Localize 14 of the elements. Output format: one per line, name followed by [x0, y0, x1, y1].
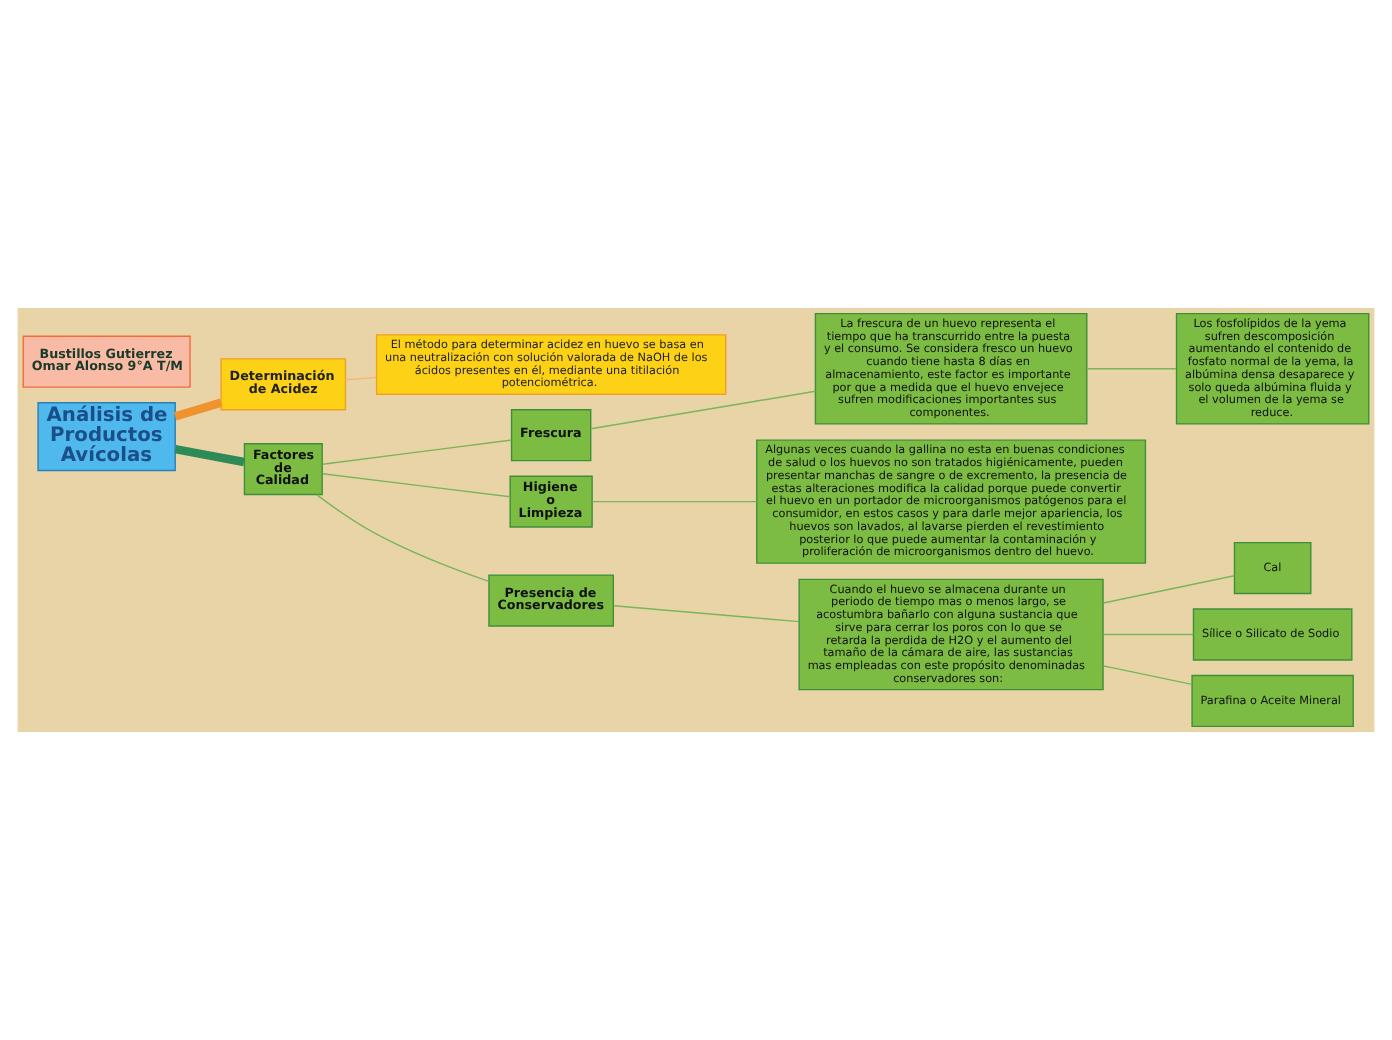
- connector: [321, 473, 511, 498]
- connector: [591, 500, 758, 503]
- connector: [344, 376, 377, 381]
- connector: [590, 390, 817, 430]
- connector: [1102, 665, 1193, 686]
- connector: [613, 605, 800, 623]
- connector: [315, 493, 490, 583]
- connector: [174, 445, 245, 467]
- connector: [1102, 633, 1194, 636]
- connector: [174, 398, 223, 421]
- connector: [1102, 575, 1235, 604]
- connector: [1086, 368, 1177, 370]
- node-box: Análisis de Productos Avícolas: [37, 402, 176, 472]
- connector: [321, 439, 513, 465]
